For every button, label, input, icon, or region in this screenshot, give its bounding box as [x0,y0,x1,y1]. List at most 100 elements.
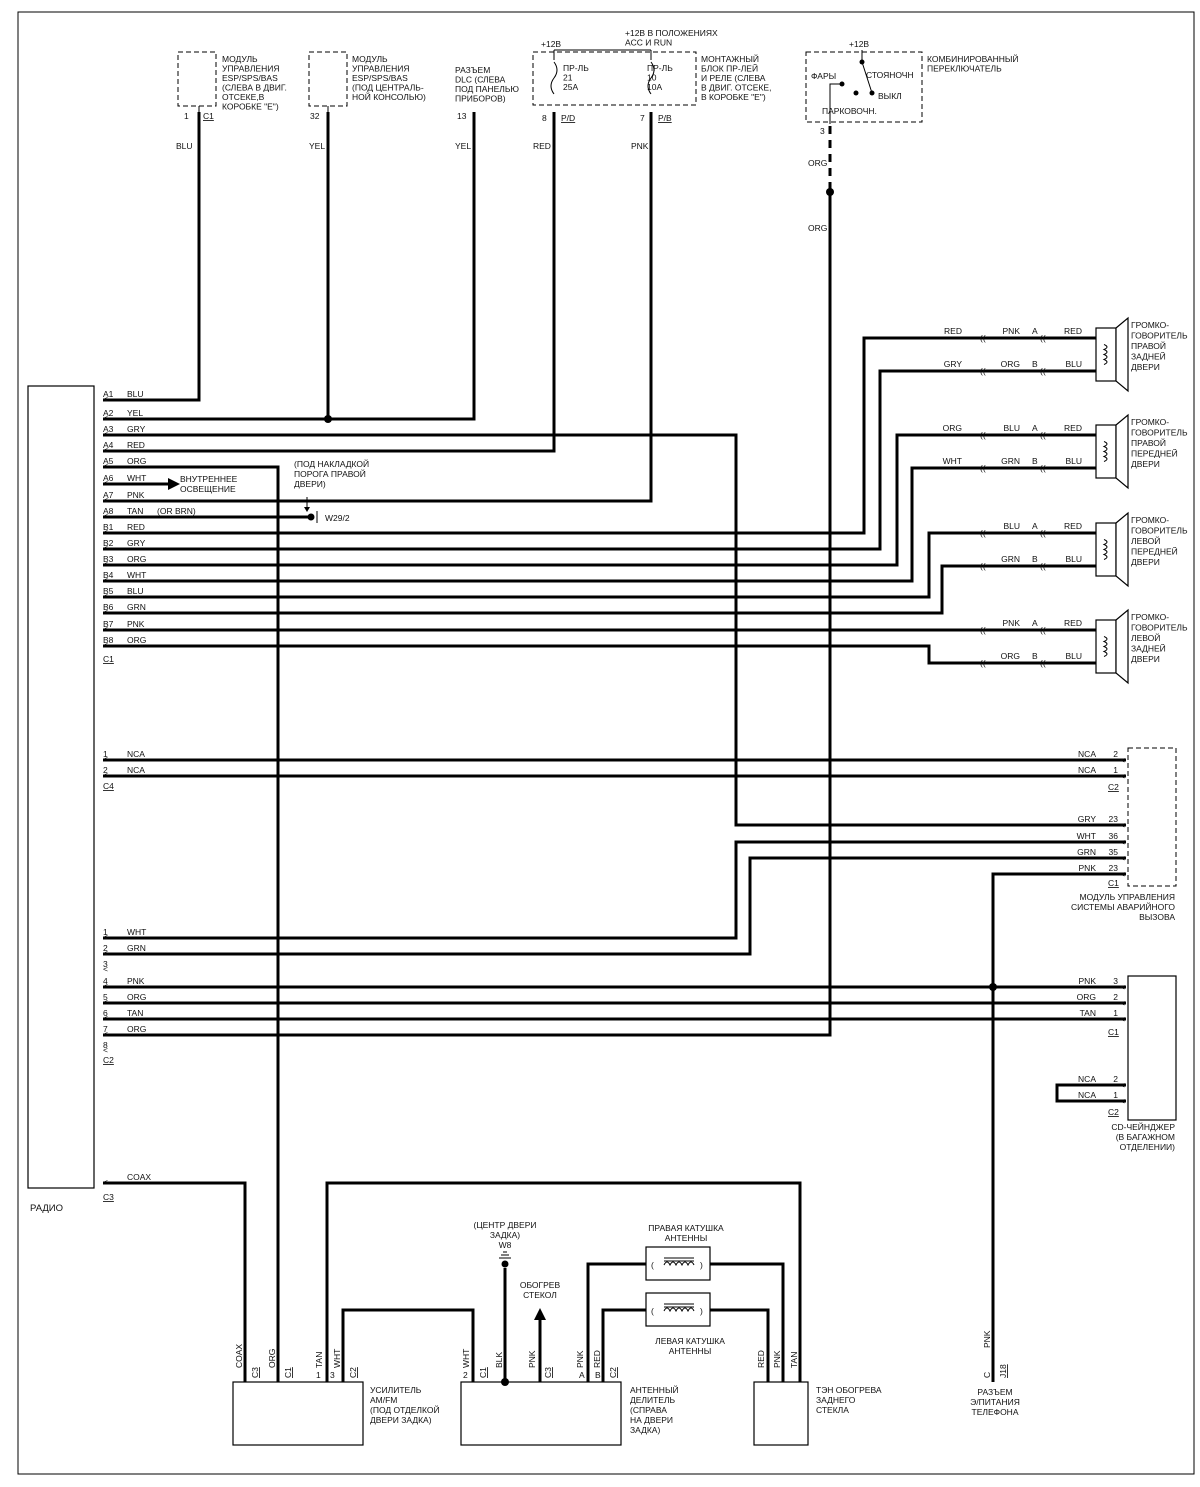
radio-c3-name: C3 [103,1192,114,1202]
wire-red-label: RED [533,141,551,151]
wire-amp-wht [341,1308,475,1382]
cd-changer-box [1127,975,1177,1121]
emergency-pin-lead: < [1120,820,1125,830]
switch-contact [861,61,873,94]
radio-c1-pin: A4 [103,440,114,450]
svg-text:): ) [700,1260,703,1270]
f21-conn: P/D [561,113,575,123]
cd-pin-lead: < [1120,982,1125,992]
ground-w8 [501,1260,509,1268]
cd-pin-lead: < [1120,1014,1125,1024]
pin-lead: < [103,1029,108,1039]
radio-c1-wire-color: BLU [127,389,144,399]
spl-c1: C1 [478,1367,488,1378]
antenna-splitter-box [460,1381,622,1446]
cd-wire-color: ORG [1077,992,1096,1002]
pin-lead: < [103,445,108,455]
cd-wire-color: PNK [1079,976,1097,986]
radio-c1-pin: A7 [103,490,114,500]
wire-b5 [103,531,1096,599]
emergency-wire-color: WHT [1077,831,1096,841]
emergency-pin: 35 [1109,847,1119,857]
speaker-wire-label: ORG [1001,651,1020,661]
wire-spl-a [586,1262,646,1382]
emergency-pin: 1 [1113,765,1118,775]
f10-pin: 7 [640,113,645,123]
radio-c4-pin: 2 [103,765,108,775]
radio-c1-pin: B2 [103,538,114,548]
speaker-icon [1095,327,1117,382]
speaker-wire-label: PNK [1003,618,1021,628]
speaker-wire-label: RED [944,326,962,336]
cd-pin: 3 [1113,976,1118,986]
wire-c2-2 [103,856,1126,956]
speaker-icon [1095,619,1117,674]
cd-c1: C1 [1108,1027,1119,1037]
speaker-wire-label: RED [1064,521,1082,531]
radio-c1-wire-color: ORG [127,456,146,466]
arrow-icon [168,478,180,490]
wire-yel2-label: YEL [455,141,471,151]
speaker-1: REDGRY((((PNKORGAB((((REDBLUГРОМКО-ГОВОР… [944,316,1188,393]
amp-pin3: 3 [330,1370,335,1380]
spl-c3: C3 [543,1367,553,1378]
radio-c2-wire-color: WHT [127,927,146,937]
radio-box [27,385,95,1189]
emergency-wire-color: GRN [1077,847,1096,857]
speaker-wire-label: GRY [944,359,963,369]
wire-cd-nca [1055,1083,1126,1103]
wire-a7 [103,112,653,503]
heater-tan: TAN [789,1352,799,1368]
emergency-wire-color: NCA [1078,749,1096,759]
speaker-inline-conn: (( [1040,366,1046,376]
svg-text:(: ( [651,1306,654,1316]
f10-conn: P/B [658,113,672,123]
left-coil-icon: () [651,1303,703,1316]
switch-off: ВЫКЛ [878,91,902,101]
speaker-inline-conn: (( [1040,561,1046,571]
speaker-wire-label: WHT [943,456,962,466]
emergency-wire-color: GRY [1078,814,1097,824]
speaker-inline-conn: (( [980,658,986,668]
radio-c1-wire-color: TAN [127,506,143,516]
phone-conn: J18 [998,1364,1008,1378]
wire-b6 [103,564,1096,615]
radio-c1-wire-color: GRN [127,602,146,612]
pin-lead: < [103,948,108,958]
speaker-wire-label: GRN [1001,456,1020,466]
radio-c2-wire-color: GRN [127,943,146,953]
emergency-pin: 2 [1113,749,1118,759]
wire-blu-label: BLU [176,141,193,151]
spl-pnk-a: PNK [575,1350,585,1368]
spl-wht: WHT [461,1349,471,1368]
radio-c1-wire-color: PNK [127,619,145,629]
radio-c1-wire-color: PNK [127,490,145,500]
cd-wire-color: TAN [1080,1008,1096,1018]
cd-pin: 1 [1113,1008,1118,1018]
radio-c1-pin: B1 [103,522,114,532]
f21-pin: 8 [542,113,547,123]
speaker-inline-conn: (( [1040,658,1046,668]
amp-c1: C1 [283,1367,293,1378]
radio-c2-wire-color: TAN [127,1008,143,1018]
radio-c1-pin: A3 [103,424,114,434]
or-brn-label: (OR BRN) [157,506,196,516]
switch-pin: 3 [820,126,825,136]
radio-c1-wire-color: WHT [127,570,146,580]
emergency-pin: 23 [1109,814,1119,824]
